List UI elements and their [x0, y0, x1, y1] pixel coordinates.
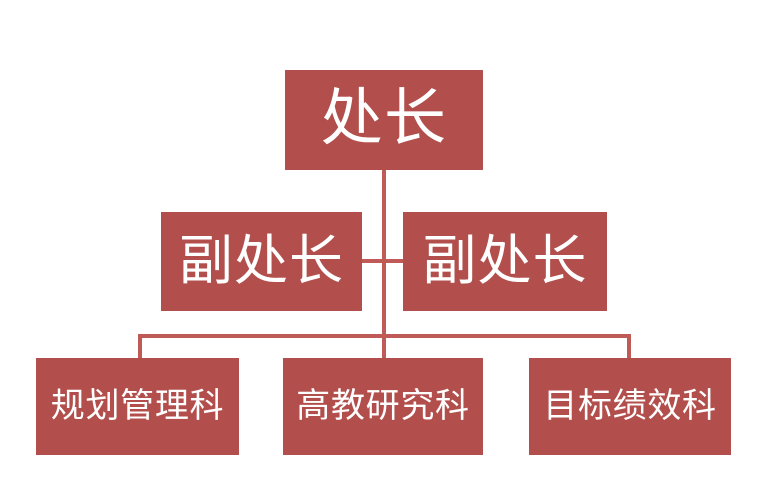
org-node-target-performance[interactable]: 目标绩效科	[529, 358, 731, 455]
org-node-higher-education-research[interactable]: 高教研究科	[283, 358, 483, 455]
connector-director-to-children	[382, 170, 386, 360]
org-node-deputy-left[interactable]: 副处长	[161, 212, 362, 311]
org-node-planning-management[interactable]: 规划管理科	[36, 358, 239, 455]
connector-between-deputies	[360, 259, 406, 263]
connector-drop-to-performance	[627, 334, 631, 360]
connector-drop-to-planning	[138, 334, 142, 360]
org-node-director[interactable]: 处长	[285, 70, 483, 170]
connector-horizontal-bus	[138, 334, 631, 338]
org-node-deputy-right[interactable]: 副处长	[403, 212, 607, 311]
